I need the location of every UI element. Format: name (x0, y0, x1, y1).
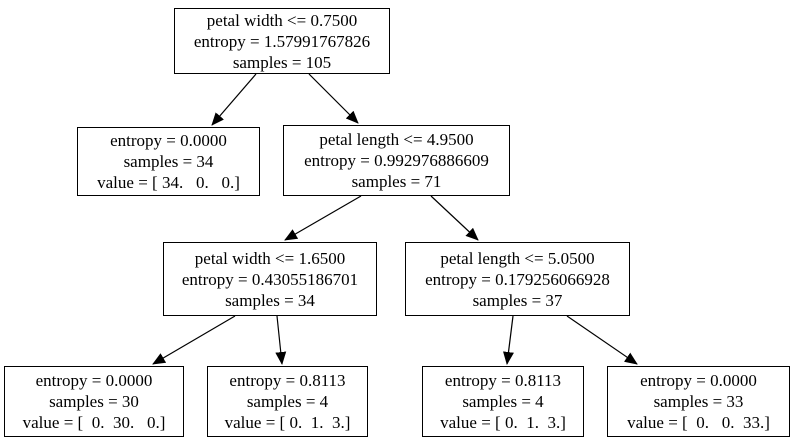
node-line: petal length <= 4.9500 (319, 130, 474, 149)
node-line: entropy = 0.43055186701 (181, 269, 359, 289)
node-line: samples = 4 (462, 392, 544, 411)
tree-node-leaf-depth1: entropy = 0.0000 samples = 34 value = [ … (77, 127, 260, 196)
node-line: samples = 4 (246, 392, 329, 411)
node-line: entropy = 0.8113 (229, 371, 346, 390)
node-line: samples = 37 (472, 290, 563, 310)
tree-node-leaf-d: entropy = 0.0000 samples = 33 value = [ … (607, 366, 790, 437)
node-line: value = [ 0. 30. 0.] (22, 413, 166, 432)
tree-node-split-depth2a: petal width <= 1.6500 entropy = 0.430551… (163, 242, 377, 316)
edge-split2a-to-leaf-a (152, 315, 236, 365)
node-line: samples = 71 (351, 172, 442, 191)
edge-split2b-to-leaf-c (503, 315, 514, 365)
node-line: entropy = 0.0000 (35, 371, 153, 390)
node-line: value = [ 34. 0. 0.] (97, 173, 240, 192)
node-line: value = [ 0. 0. 33.] (627, 413, 770, 432)
edge-root-to-leaf-depth1 (211, 73, 257, 126)
node-line: value = [ 0. 1. 3.] (224, 413, 351, 432)
node-line: samples = 33 (653, 392, 744, 411)
node-line: petal length <= 5.0500 (440, 248, 595, 268)
tree-node-root: petal width <= 0.7500 entropy = 1.579917… (174, 8, 390, 74)
edge-root-to-split-depth1 (308, 73, 359, 124)
edge-split1-to-split2a (284, 195, 362, 241)
node-line: samples = 105 (232, 52, 332, 72)
tree-node-leaf-a: entropy = 0.0000 samples = 30 value = [ … (4, 366, 184, 437)
node-line: petal width <= 1.6500 (194, 248, 346, 268)
node-line: entropy = 0.8113 (444, 371, 562, 390)
node-line: entropy = 0.179256066928 (425, 269, 610, 289)
edge-split1-to-split2b (430, 195, 479, 241)
tree-node-split-depth2b: petal length <= 5.0500 entropy = 0.17925… (405, 242, 630, 316)
node-line: samples = 34 (123, 152, 214, 171)
edge-split2a-to-leaf-b (275, 315, 287, 365)
node-line: value = [ 0. 1. 3.] (440, 413, 566, 432)
tree-node-split-depth1: petal length <= 4.9500 entropy = 0.99297… (283, 125, 510, 196)
node-line: entropy = 0.0000 (640, 371, 757, 390)
node-line: samples = 30 (49, 392, 139, 411)
node-line: entropy = 0.0000 (110, 131, 227, 150)
node-line: entropy = 1.57991767826 (193, 31, 371, 51)
tree-node-leaf-b: entropy = 0.8113 samples = 4 value = [ 0… (207, 366, 368, 437)
node-line: samples = 34 (225, 290, 315, 310)
edge-split2b-to-leaf-d (566, 315, 638, 365)
node-line: entropy = 0.992976886609 (304, 151, 489, 170)
tree-node-leaf-c: entropy = 0.8113 samples = 4 value = [ 0… (422, 366, 584, 437)
node-line: petal width <= 0.7500 (206, 10, 358, 30)
